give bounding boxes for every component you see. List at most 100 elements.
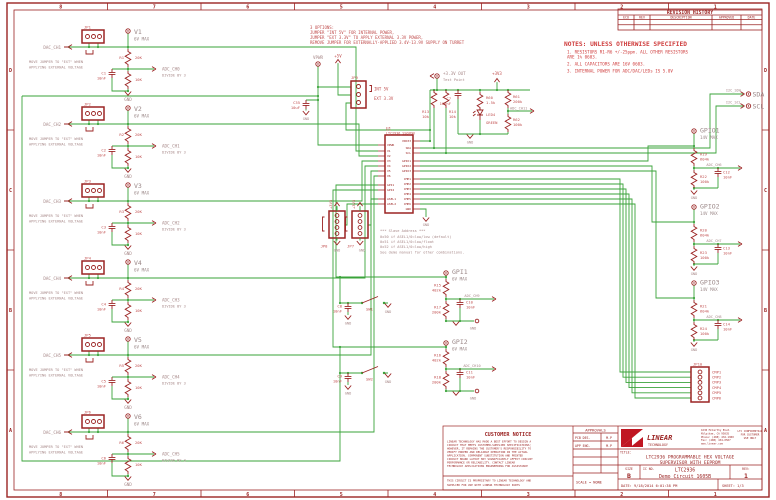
- i2c-section: I2C_SDA I2C_SCL SDA SCL: [726, 89, 764, 111]
- resistor-top-value: 604k: [700, 309, 710, 314]
- vpwr-turret: [315, 61, 321, 67]
- resistor-10k: [124, 455, 132, 475]
- grid-col-label: 6: [246, 492, 249, 498]
- resistor2-value: 10K: [135, 385, 143, 390]
- capacitor: [714, 319, 722, 330]
- r14-value: 10k: [449, 114, 457, 119]
- gnd-symbol: [422, 217, 430, 222]
- grid-col-label: 5: [340, 492, 343, 498]
- ic-pin-name: CMP6: [404, 202, 411, 206]
- dac-arrow-icon: [64, 429, 157, 457]
- capacitor-ref: C4: [101, 302, 106, 307]
- grid-col-label: 1: [714, 5, 717, 11]
- gnd-symbol-switch: [384, 303, 392, 308]
- grid-col-label: 3: [527, 492, 530, 498]
- gpio-section: GPIO2 14V MAX R20 604k R23 100k C13 10nF…: [660, 203, 743, 276]
- adc-arrow-icon: [737, 317, 743, 323]
- revision-col: REV: [639, 15, 645, 19]
- led4-color: GREEN: [486, 120, 498, 125]
- slave-address-note: *** Slave Address ***: [380, 229, 425, 233]
- c7-ref: C7: [446, 96, 451, 101]
- r13-ref: R13: [422, 109, 429, 114]
- led4: [472, 108, 484, 120]
- v-channel-title: V1: [134, 28, 142, 36]
- gnd-symbol: [333, 240, 341, 246]
- linear-logo-icon: [621, 429, 643, 447]
- gnd-label: GND: [124, 251, 132, 256]
- ic-u1: U1 LTC2936_SSOPGN VPWR V1 V2 V3 V4 V5 V6…: [378, 127, 430, 227]
- resistor-20k: [124, 433, 132, 453]
- r14-ref: R14: [449, 109, 457, 114]
- grid-row-label: C: [764, 188, 767, 194]
- plus5v-label: +5V: [334, 54, 342, 59]
- slave-address-note: 0x52 if ASEL1/0=low/high: [380, 245, 432, 249]
- resistor-top-ref: R21: [700, 304, 708, 309]
- confidential-note: FOR CUSTOMER: [741, 432, 760, 436]
- capacitor-left-ref: C9: [337, 374, 342, 379]
- c35-capacitor: [302, 99, 310, 110]
- resistor-value: 20K: [135, 440, 143, 445]
- sda-net-label: I2C_SDA: [726, 89, 742, 93]
- grid-row-label: B: [764, 308, 767, 314]
- approvals-header: APPROVALS: [585, 428, 606, 433]
- v-max-label: 6V MAX: [134, 268, 150, 273]
- ic-part-number: LTC2936_SSOPGN: [386, 132, 415, 136]
- resistor-top-value: 402k: [432, 358, 442, 363]
- jumper-label: JP1: [84, 25, 92, 30]
- resistor-bottom-ref: R18: [434, 375, 442, 380]
- grid-row-label: B: [9, 308, 12, 314]
- grid-col-label: 4: [433, 492, 436, 498]
- capacitor-left: [344, 372, 352, 383]
- jumper-note-1: MOVE JUMPER TO "EXT" WHEN: [29, 214, 83, 218]
- date-label: DATE: 9/18/2014 6:01:38 PM: [621, 484, 678, 488]
- gnd-symbol: [356, 240, 364, 246]
- resistor-bottom: [690, 321, 698, 341]
- cmp-pin-label: CMP2: [712, 375, 721, 380]
- scale-label: SCALE = NONE: [576, 481, 602, 485]
- sheet-label: SHEET: 1/3: [722, 484, 744, 488]
- adc-net-label: ADC_CH7: [706, 239, 721, 243]
- resistor-bottom-value: 100k: [700, 331, 710, 336]
- resistor-value: 20K: [135, 132, 143, 137]
- jp9-jumper: [350, 80, 367, 109]
- gnd-terminal: [474, 318, 480, 324]
- p3v3-label: +3V3: [492, 71, 502, 76]
- c7-value: 100nF: [440, 101, 452, 106]
- gnd-symbol-cap: [344, 315, 352, 320]
- grid-col-label: 2: [620, 492, 623, 498]
- company-address: Fax: (408) 434-0507: [701, 438, 731, 442]
- capacitor-right-value: 10nF: [466, 375, 476, 380]
- p3v3-label: +3V3: [351, 200, 356, 209]
- ic-pin-name: CMP3: [404, 187, 411, 191]
- grid-col-label: 6: [246, 5, 249, 11]
- capacitor-ref: C13: [723, 246, 730, 251]
- jumper-note-1: MOVE JUMPER TO "EXT" WHEN: [29, 368, 83, 372]
- capacitor-right: [456, 368, 464, 379]
- options-note: JUMPER "INT 5V" FOR INTERNAL POWER,: [310, 30, 394, 35]
- capacitor-value: 10nF: [723, 327, 733, 332]
- gpi-section: GPI2 6V MAX R16 402k R18 200k C11 10nF A…: [333, 338, 497, 401]
- notice-line: HOWEVER, IT REMAINS THE CUSTOMER'S RESPO…: [447, 447, 532, 451]
- gnd-symbol: [690, 190, 698, 195]
- resistor2-value: 10K: [135, 308, 143, 313]
- v-channel-title: V3: [134, 182, 142, 190]
- gnd-symbol-divider: [452, 321, 460, 326]
- cmp-pin-label: CMP1: [712, 369, 722, 374]
- r60-value: 1.5k: [486, 100, 496, 105]
- divide-note: DIVIDE BY 3: [162, 305, 186, 309]
- ic-pin-name: V6: [387, 174, 391, 178]
- cmp-pin-label: CMP6: [712, 395, 722, 400]
- voltage-turret: [125, 182, 131, 188]
- notice-line: APPLICATION. COMPONENT SUBSTITUTION AND …: [447, 454, 523, 458]
- resistor-10k: [124, 301, 132, 321]
- resistor-20k: [124, 356, 132, 376]
- vpwr-label: VPWR: [313, 55, 324, 60]
- gpio-title: GPIO1: [700, 127, 720, 135]
- capacitor: [108, 376, 116, 387]
- grid-col-label: 4: [433, 5, 436, 11]
- gnd-label: GND: [691, 196, 698, 200]
- v-monitor-section: JP4 DAC_CH4 V4 6V MAX MOVE JUMPER TO "EX…: [29, 256, 338, 333]
- note-line: 1. RESISTORS R1-R6 +/-25ppm. ALL OTHER R…: [567, 50, 688, 55]
- capacitor: [714, 167, 722, 178]
- adc11-net-label: ADC_CH11: [510, 107, 527, 111]
